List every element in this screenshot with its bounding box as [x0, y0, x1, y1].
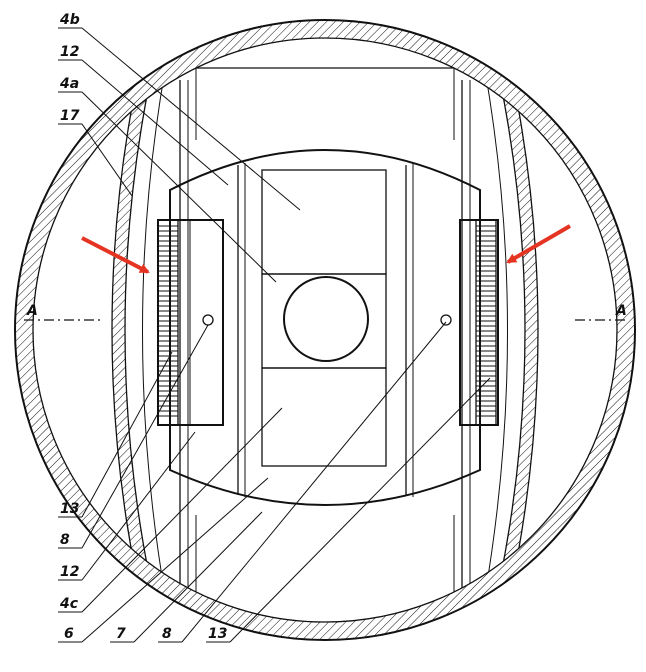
- vertical-rails: [179, 67, 471, 598]
- central-carrier: [169, 149, 481, 506]
- window-blocks: [261, 169, 387, 467]
- red-arrows: [81, 224, 572, 274]
- label-7: 7: [116, 626, 126, 642]
- label-8-left: 8: [60, 532, 70, 548]
- right-red-arrow: [506, 224, 572, 264]
- label-8-bottom: 8: [162, 626, 172, 642]
- label-13-bottom: 13: [208, 626, 227, 642]
- label-a-left: A: [26, 303, 38, 319]
- right-shoe: [440, 219, 499, 426]
- label-12-bottom: 12: [60, 564, 79, 580]
- left-shoe: [157, 219, 224, 426]
- label-12-top: 12: [60, 44, 79, 60]
- label-4b: 4b: [59, 12, 80, 28]
- left-teeth: [158, 225, 178, 417]
- label-4a: 4a: [59, 76, 79, 92]
- outer-casing: [14, 19, 636, 641]
- label-17: 17: [60, 108, 80, 124]
- part-labels: 4b 12 4a 17 A A 13 8 12 4c 6 7 8 13: [26, 12, 627, 642]
- label-4c: 4c: [59, 596, 79, 612]
- right-teeth: [476, 225, 496, 417]
- label-6: 6: [64, 626, 74, 642]
- label-a-right: A: [615, 303, 627, 319]
- label-13-left: 13: [60, 501, 79, 517]
- leader-lines-top: [58, 27, 301, 283]
- leader-lines-bottom: [58, 321, 491, 643]
- left-red-arrow: [81, 236, 150, 274]
